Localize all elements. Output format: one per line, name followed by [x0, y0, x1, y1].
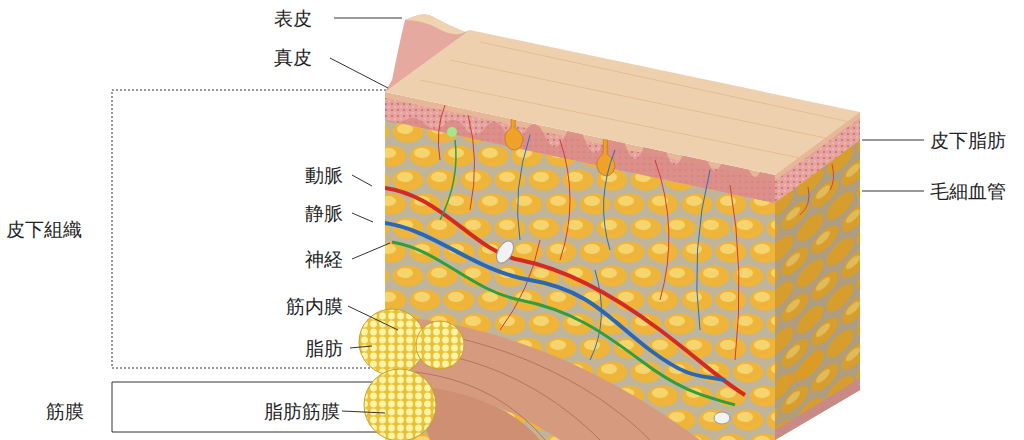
front-face	[440, 140, 456, 220]
part-label: 静脈	[303, 201, 345, 225]
muscle	[416, 321, 464, 369]
part-label: 脂肪	[303, 336, 345, 360]
skin-surface	[385, 14, 860, 175]
part-label: 皮下組織	[4, 217, 84, 241]
muscle	[410, 318, 700, 440]
part-label: 皮下脂肪	[928, 128, 1008, 152]
skin-surface	[385, 14, 470, 92]
front-face	[447, 127, 457, 137]
muscle	[359, 309, 700, 440]
front-face	[714, 412, 730, 424]
right-face	[775, 378, 860, 440]
part-label: 脂肪筋膜	[262, 399, 342, 423]
leader-line	[330, 58, 388, 88]
leader-line	[352, 243, 390, 259]
skin-surface	[385, 30, 860, 175]
leader-line	[862, 191, 924, 192]
leader-line	[352, 175, 372, 186]
capillary	[730, 185, 739, 360]
part-label: 神経	[303, 247, 345, 271]
skin-surface	[405, 14, 465, 34]
front-face	[493, 238, 517, 266]
part-label: 動脈	[303, 163, 345, 187]
part-label: 毛細血管	[928, 179, 1008, 203]
muscle	[359, 309, 425, 375]
leader-line	[348, 306, 398, 330]
capillary	[604, 150, 615, 250]
capillary	[468, 115, 475, 210]
bracket	[112, 382, 390, 432]
leader-line	[352, 213, 373, 222]
leader-line	[862, 140, 924, 141]
leader-line	[334, 18, 402, 19]
capillary	[590, 270, 601, 360]
part-label: 表皮	[272, 6, 314, 30]
leader-line	[350, 346, 372, 348]
right-face	[790, 350, 820, 380]
part-label: 筋膜	[44, 399, 86, 423]
bracket	[112, 90, 390, 432]
right-face	[800, 164, 834, 215]
capillary	[438, 105, 445, 160]
bracket	[112, 90, 390, 368]
capillary	[655, 160, 669, 300]
part-label: 筋内膜	[284, 294, 345, 318]
part-label: 真皮	[272, 45, 314, 69]
capillary	[560, 140, 570, 260]
leader-line	[330, 18, 924, 413]
leader-line	[342, 411, 385, 413]
skin-surface	[420, 42, 850, 160]
muscle	[364, 369, 436, 440]
capillary	[697, 170, 710, 330]
capillary	[518, 135, 530, 240]
